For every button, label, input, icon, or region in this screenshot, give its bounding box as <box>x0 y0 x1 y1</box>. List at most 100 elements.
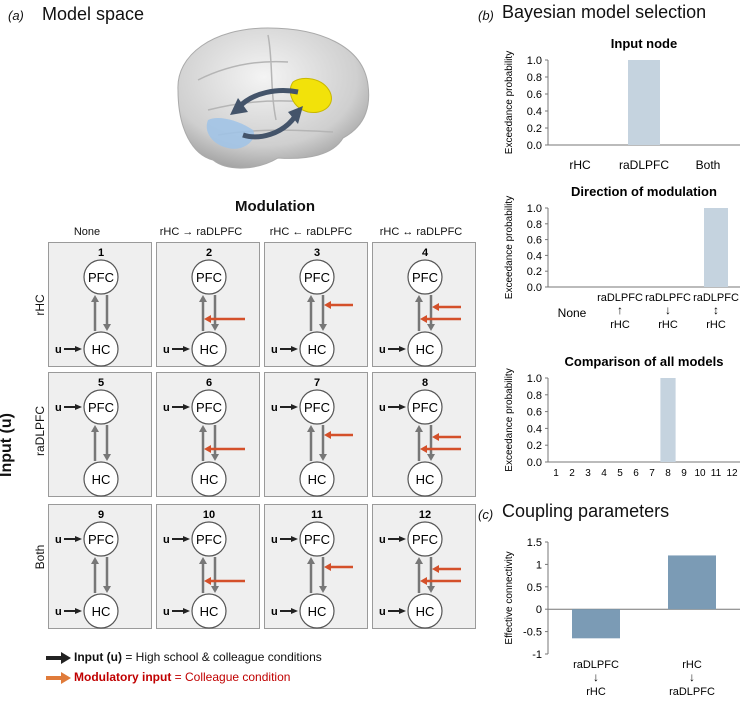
model-number: 9 <box>98 509 104 521</box>
downward-arrowhead <box>103 324 111 331</box>
pfc-node <box>299 389 335 425</box>
x-tick-label-bottom: rHC <box>586 686 606 698</box>
y-tick-label: 0.6 <box>527 407 542 419</box>
bar-chart-4: Effective connectivity-1-0.500.511.5raDL… <box>504 537 740 698</box>
pfc-node <box>83 389 119 425</box>
modulatory-arrow-backward-head <box>432 303 439 311</box>
hc-node <box>407 593 443 629</box>
downward-arrowhead <box>211 324 219 331</box>
model-number: 3 <box>314 247 320 259</box>
downward-arrowhead <box>427 454 435 461</box>
input-hc-label: u <box>379 344 386 356</box>
pfc-node <box>191 259 227 295</box>
input-pfc-arrowhead <box>399 536 406 542</box>
x-tick-label: 7 <box>649 468 655 479</box>
downward-arrowhead <box>319 324 327 331</box>
input-hc-arrowhead <box>75 346 82 352</box>
hc-node-label: HC <box>92 472 111 487</box>
bar <box>572 609 620 639</box>
input-pfc-arrowhead <box>183 404 190 410</box>
upward-arrowhead <box>91 557 99 564</box>
chart-title: Direction of modulation <box>571 184 717 199</box>
input-pfc-arrowhead <box>291 404 298 410</box>
hc-node-label: HC <box>416 472 435 487</box>
pfc-node-label: PFC <box>88 400 114 415</box>
input-hc-label: u <box>163 606 170 618</box>
modulatory-arrow-forward-head <box>420 577 427 585</box>
upward-arrowhead <box>91 425 99 432</box>
legend-input-bold: Input (u) <box>74 650 122 664</box>
pfc-node-label: PFC <box>196 532 222 547</box>
modulation-title: Modulation <box>235 198 315 215</box>
y-tick-label: 0.0 <box>527 140 542 152</box>
y-tick-label: 0.4 <box>527 106 542 118</box>
x-tick-label-top: raDLPFC <box>645 292 691 304</box>
x-tick-label: raDLPFC <box>619 158 669 172</box>
x-tick-label: 4 <box>601 468 607 479</box>
pfc-node-label: PFC <box>88 532 114 547</box>
pfc-node-label: PFC <box>412 532 438 547</box>
hc-node-label: HC <box>200 604 219 619</box>
hc-node-label: HC <box>308 472 327 487</box>
model-number: 2 <box>206 247 212 259</box>
hc-node <box>191 331 227 367</box>
input-hc-arrowhead <box>183 346 190 352</box>
upward-arrowhead <box>415 295 423 302</box>
upward-arrowhead <box>307 557 315 564</box>
y-tick-label: 1.5 <box>527 537 542 549</box>
legend-modulatory-text: = Colleague condition <box>171 670 291 684</box>
downward-arrowhead <box>319 586 327 593</box>
x-tick-label-bottom: rHC <box>706 319 726 331</box>
chart-title: Input node <box>611 36 677 51</box>
x-tick-label: 3 <box>585 468 591 479</box>
input-hc-arrowhead <box>399 608 406 614</box>
bar <box>660 378 676 462</box>
hc-node <box>83 593 119 629</box>
y-axis-label: Exceedance probability <box>504 196 515 299</box>
upward-arrowhead <box>199 557 207 564</box>
upward-arrowhead <box>415 425 423 432</box>
column-header-bidirectional: rHC ↔ raDLPFC <box>379 226 463 238</box>
modulatory-arrow-backward-head <box>324 563 331 571</box>
input-pfc-label: u <box>271 402 278 414</box>
model-number: 4 <box>422 247 429 259</box>
modulatory-arrow-forward-head <box>204 315 211 323</box>
pfc-node <box>191 521 227 557</box>
upward-arrowhead <box>199 425 207 432</box>
downward-arrowhead <box>319 454 327 461</box>
pfc-node-label: PFC <box>412 270 438 285</box>
input-hc-arrowhead <box>399 346 406 352</box>
input-pfc-label: u <box>379 402 386 414</box>
x-tick-label: None <box>558 306 587 320</box>
x-tick-label-bottom: rHC <box>610 319 630 331</box>
input-pfc-arrowhead <box>291 536 298 542</box>
y-tick-label: 0 <box>536 604 542 616</box>
input-pfc-arrowhead <box>183 536 190 542</box>
x-tick-label-arrow: ↓ <box>689 670 695 684</box>
input-pfc-label: u <box>55 534 62 546</box>
pfc-node <box>407 259 443 295</box>
y-tick-label: 0.6 <box>527 235 542 247</box>
input-pfc-label: u <box>271 534 278 546</box>
hc-node <box>83 331 119 367</box>
y-tick-label: 0.0 <box>527 457 542 469</box>
downward-arrowhead <box>211 586 219 593</box>
x-tick-label-arrow: ↓ <box>665 303 671 317</box>
input-pfc-arrowhead <box>399 404 406 410</box>
y-tick-label: -1 <box>532 649 542 661</box>
modulatory-arrow-forward-head <box>420 445 427 453</box>
bar <box>704 208 728 287</box>
input-hc-arrowhead <box>183 608 190 614</box>
